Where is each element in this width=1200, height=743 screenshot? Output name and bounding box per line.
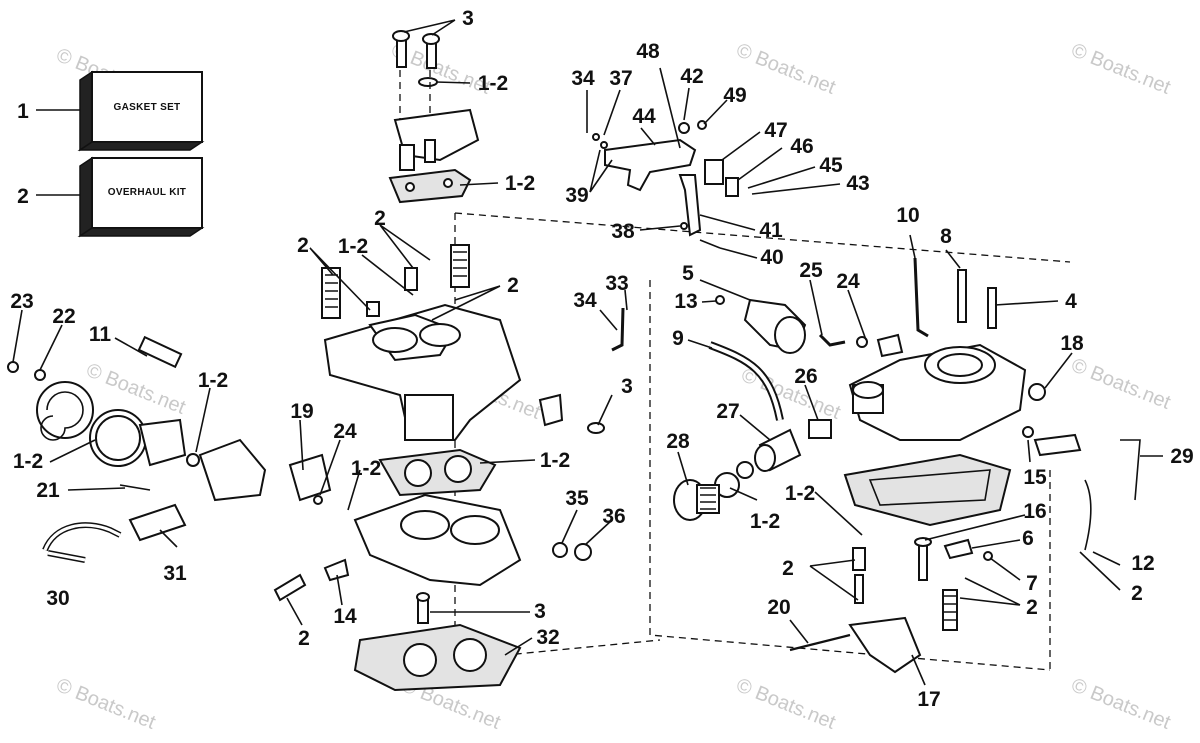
- callout: 44: [632, 105, 656, 128]
- link-rod: [611, 307, 625, 352]
- callout: 3: [534, 600, 546, 623]
- callout: 1-2: [13, 450, 43, 473]
- callout: 2: [1026, 596, 1038, 619]
- callout: 21: [36, 479, 60, 502]
- callout: 1-2: [505, 172, 535, 195]
- leader-lines: [12, 19, 1163, 686]
- callout: 28: [666, 430, 690, 453]
- callout: 6: [1022, 527, 1034, 550]
- callout: 39: [565, 184, 588, 207]
- callout: 2: [298, 627, 310, 650]
- callouts: 1 2 3 1-2 1-2 2 1-2 2 2 23 22 11 1-2 1-2…: [10, 7, 1193, 711]
- fuel-tube-assembly: [42, 503, 187, 563]
- callout: 9: [672, 327, 684, 350]
- callout: 38: [611, 220, 635, 243]
- callout: 26: [794, 365, 817, 388]
- callout: 23: [10, 290, 33, 313]
- callout: 34: [573, 289, 597, 312]
- callout: 11: [89, 323, 112, 346]
- callout: 12: [1131, 552, 1154, 575]
- callout: 1-2: [540, 449, 570, 472]
- callout: 33: [605, 272, 628, 295]
- callout: 4: [1065, 290, 1077, 313]
- callout: 48: [636, 40, 660, 63]
- float-needle-assembly: [789, 383, 1141, 674]
- callout: 45: [819, 154, 843, 177]
- callout: 46: [790, 135, 813, 158]
- callout: 36: [602, 505, 625, 528]
- callout: 18: [1060, 332, 1084, 355]
- gasket-set-label: GASKET SET: [114, 102, 181, 113]
- callout-overhaul-kit: 2: [17, 185, 29, 208]
- callout: 35: [565, 487, 589, 510]
- watermark: © Boats.net: [733, 674, 839, 734]
- callout: 8: [940, 225, 952, 248]
- callout: 1-2: [750, 510, 780, 533]
- callout: 41: [759, 219, 783, 242]
- callout: 14: [333, 605, 357, 628]
- callout: 37: [609, 67, 632, 90]
- fast-idle-link: [818, 333, 846, 347]
- callout: 7: [1026, 572, 1038, 595]
- callout-gasket-set: 1: [17, 100, 29, 123]
- callout: 24: [333, 420, 357, 443]
- gasket-set-box: GASKET SET: [77, 70, 205, 152]
- overhaul-kit-label: OVERHAUL KIT: [108, 187, 186, 198]
- overhaul-kit-box: OVERHAUL KIT: [77, 156, 205, 238]
- lever: [538, 393, 564, 427]
- callout: 2: [297, 234, 309, 257]
- callout: 1-2: [198, 369, 228, 392]
- callout: 1-2: [478, 72, 508, 95]
- choke-thermostat-assembly: [7, 335, 332, 505]
- callout: 42: [680, 65, 703, 88]
- callout: 19: [290, 400, 313, 423]
- callout: 29: [1170, 445, 1193, 468]
- callout: 2: [782, 557, 794, 580]
- air-horn-body: [321, 244, 522, 441]
- callout: 27: [716, 400, 739, 423]
- callout: 40: [760, 246, 783, 269]
- callout: 13: [674, 290, 697, 313]
- callout: 15: [1023, 466, 1047, 489]
- choke-rod: [913, 257, 929, 338]
- callout: 17: [917, 688, 940, 711]
- callout: 47: [764, 119, 787, 142]
- watermark: © Boats.net: [53, 674, 159, 734]
- watermark: © Boats.net: [1068, 674, 1174, 734]
- carburetor-main-body: [843, 269, 1027, 527]
- callout: 1-2: [351, 457, 381, 480]
- callout: 2: [1131, 582, 1143, 605]
- watermark: © Boats.net: [1068, 39, 1174, 99]
- callout: 22: [52, 305, 75, 328]
- callout: 10: [896, 204, 919, 227]
- callout: 43: [846, 172, 869, 195]
- accelerator-pump-parts: [673, 295, 832, 521]
- callout: 30: [46, 587, 69, 610]
- watermark: © Boats.net: [1068, 354, 1174, 414]
- callout: 5: [682, 262, 694, 285]
- throttle-body: [273, 448, 592, 692]
- callout: 2: [374, 207, 386, 230]
- callout: 2: [507, 274, 519, 297]
- callout: 1-2: [338, 235, 368, 258]
- callout: 31: [163, 562, 187, 585]
- callout: 34: [571, 67, 595, 90]
- assembly-outline: [454, 212, 1071, 671]
- watermark: © Boats.net: [83, 359, 189, 419]
- throttle-linkage: [592, 120, 739, 249]
- callout: 20: [767, 596, 790, 619]
- callout: 16: [1023, 500, 1046, 523]
- screw: [587, 422, 605, 434]
- callout: 3: [621, 375, 633, 398]
- watermark: © Boats.net: [733, 39, 839, 99]
- callout: 25: [799, 259, 823, 282]
- watermark: © Boats.net: [738, 364, 844, 424]
- callout: 3: [462, 7, 474, 30]
- choke-pulloff-assembly: [388, 30, 480, 204]
- callout: 1-2: [785, 482, 815, 505]
- callout: 24: [836, 270, 860, 293]
- callout: 49: [723, 84, 746, 107]
- callout: 32: [536, 626, 559, 649]
